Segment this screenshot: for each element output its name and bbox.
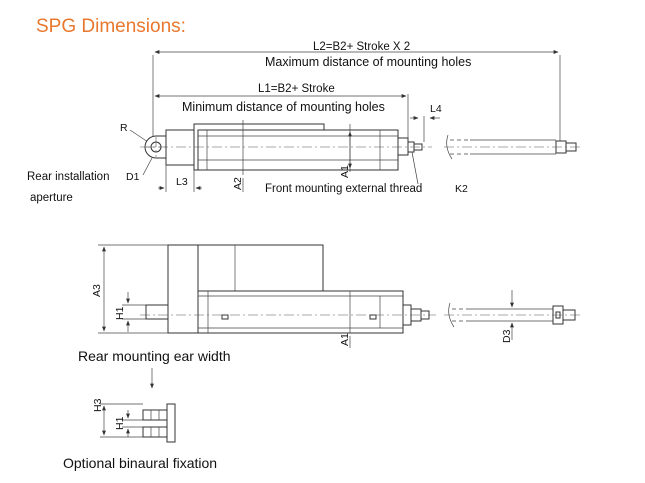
a1-label-top: A1 — [339, 165, 351, 178]
binaural-detail-view: H3 H1 Optional binaural fixation — [63, 398, 217, 471]
l1-label: L1=B2+ Stroke — [258, 83, 335, 95]
h1-label-side: H1 — [114, 306, 126, 320]
front-thread-label: Front mounting external thread — [265, 183, 422, 195]
l2-description: Maximum distance of mounting holes — [265, 55, 471, 69]
rear-ear-width-label: Rear mounting ear width — [78, 348, 231, 364]
l1-description: Minimum distance of mounting holes — [182, 100, 385, 114]
page-title: SPG Dimensions: — [36, 16, 186, 37]
top-view: L2=B2+ Stroke X 2 Maximum distance of mo… — [27, 41, 580, 204]
h1-label-detail: H1 — [114, 416, 126, 430]
l3-label: L3 — [176, 176, 188, 188]
l4-label: L4 — [430, 103, 442, 115]
side-view: A3 H1 A1 D3 Rear mounting ear width — [78, 244, 580, 389]
h3-label: H3 — [92, 398, 104, 412]
a2-label: A2 — [232, 177, 244, 190]
r-label: R — [120, 122, 128, 134]
rear-aperture-label-1: Rear installation — [27, 171, 109, 183]
a1-label-side: A1 — [339, 333, 351, 346]
k2-label: K2 — [455, 183, 468, 195]
l2-label: L2=B2+ Stroke X 2 — [313, 41, 410, 53]
rear-aperture-label-2: aperture — [30, 192, 73, 204]
optional-fixation-label: Optional binaural fixation — [63, 455, 217, 471]
d1-label: D1 — [126, 171, 140, 183]
d3-label: D3 — [501, 329, 513, 343]
a3-label: A3 — [91, 284, 103, 297]
